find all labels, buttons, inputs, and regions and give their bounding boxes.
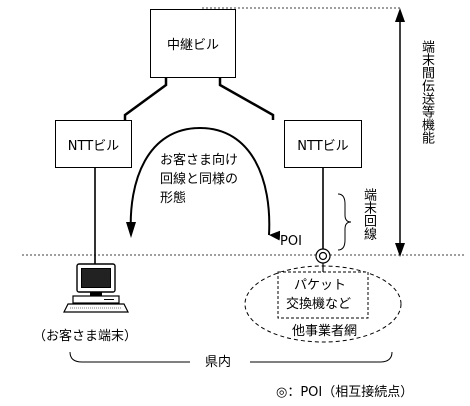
customer-terminal-label: （お客さま端末）	[33, 329, 138, 344]
relay-building-node: 中継ビル	[150, 9, 236, 78]
other-carrier-cloud	[244, 265, 402, 343]
terminal-line-label: 端末回線	[361, 188, 376, 240]
ntt-building-right-label: NTTビル	[297, 138, 349, 154]
same-form-arc	[129, 126, 281, 241]
link-relay-right	[218, 78, 275, 120]
ntt-building-right-node: NTTビル	[284, 120, 362, 168]
packet-switch-box	[277, 271, 369, 319]
in-prefecture-label: 県内	[205, 355, 232, 370]
poi-legend: ◎：POI（相互接続点）	[276, 385, 414, 400]
same-form-line2: 回線と同様の	[160, 172, 239, 187]
packet-switch-line1: パケット	[294, 278, 347, 293]
packet-switch-line2: 交換機など	[286, 297, 352, 312]
poi-symbol	[315, 248, 331, 264]
inter-terminal-transport-label: 端末間伝送等機能	[419, 40, 434, 144]
prefecture-bracket	[69, 351, 190, 363]
other-carrier-label: 他事業者網	[292, 324, 358, 339]
link-relay-left	[123, 78, 168, 120]
same-form-line1: お客さま向け	[160, 153, 239, 168]
same-form-line3: 形態	[160, 191, 187, 206]
ntt-building-left-label: NTTビル	[67, 138, 120, 154]
relay-building-label: 中継ビル	[166, 38, 219, 53]
terminal-line-brace	[337, 193, 352, 251]
poi-label: POI	[280, 234, 302, 249]
computer-icon	[63, 263, 129, 313]
ntt-building-left-node: NTTビル	[55, 120, 132, 168]
